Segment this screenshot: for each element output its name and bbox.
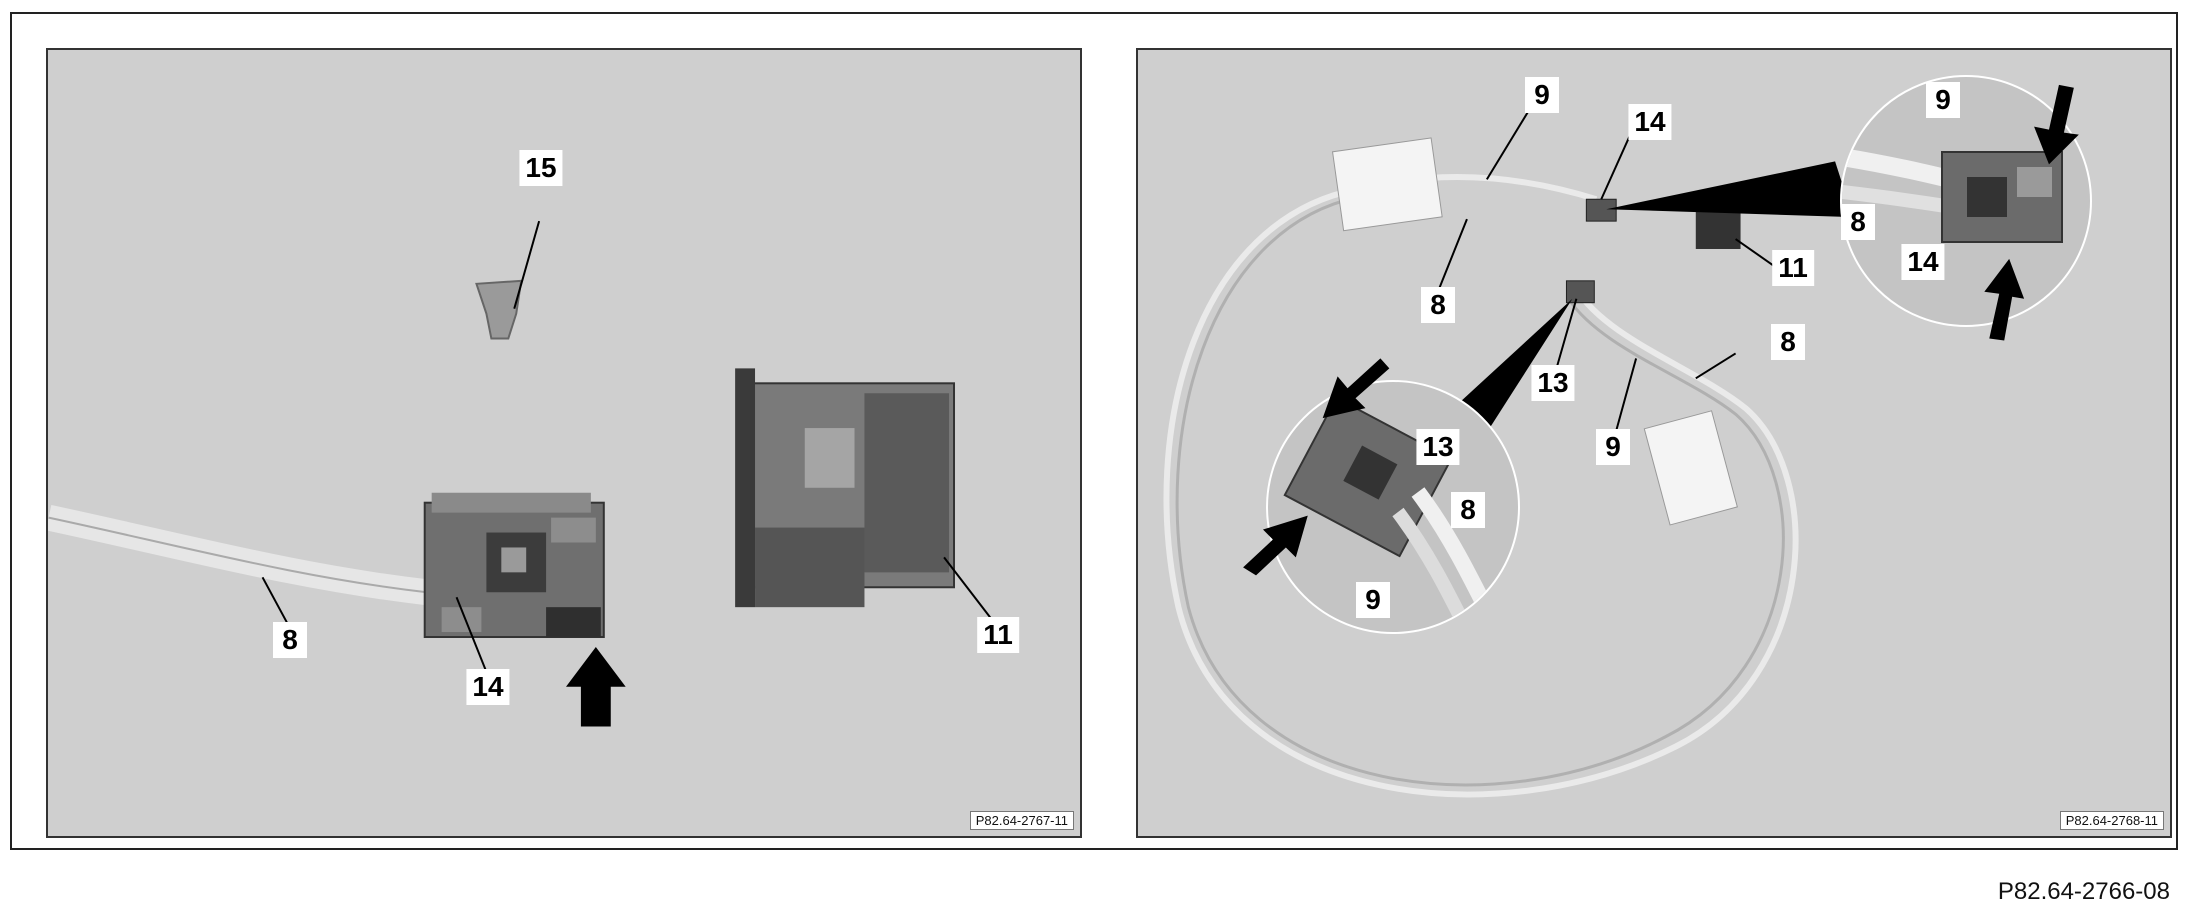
magnifier-callout-13: 13	[1416, 429, 1460, 465]
left-photo-panel: 15 8 14 11 P82.64-2767-11	[46, 48, 1082, 838]
housing-11	[735, 368, 956, 608]
connector-13-small	[1565, 280, 1595, 304]
cable-tag-1	[1331, 137, 1443, 232]
callout-9: 9	[1525, 77, 1559, 113]
callout-8: 8	[273, 622, 307, 658]
right-reference-code: P82.64-2768-11	[2059, 811, 2164, 830]
callout-14: 14	[466, 669, 510, 705]
magnifier-callout-8: 8	[1841, 204, 1875, 240]
connector-14-small	[1585, 198, 1617, 222]
pointer-wedge-1	[1606, 161, 1853, 218]
cable-tag-2	[1643, 410, 1738, 526]
callout-8: 8	[1771, 324, 1805, 360]
housing-11-small	[1695, 209, 1741, 249]
connector-14	[423, 492, 605, 639]
cable-8	[48, 504, 429, 606]
magnifier-callout-14: 14	[1901, 244, 1945, 280]
figure-reference-code: P82.64-2766-08	[1997, 878, 2170, 905]
figure-frame: 15 8 14 11 P82.64-2767-11	[10, 12, 2178, 850]
callout-14: 14	[1628, 104, 1672, 140]
callout-9: 9	[1596, 429, 1630, 465]
callout-15: 15	[519, 150, 563, 186]
magnifier-top	[1840, 75, 2092, 327]
callout-11: 11	[1772, 250, 1814, 286]
left-photo-illustration	[48, 220, 995, 727]
callout-11: 11	[977, 617, 1019, 653]
callout-8: 8	[1421, 287, 1455, 323]
right-photo-panel: 9 14 8 11 13 8 9 9 8 14 13 8 9 P82.64-27…	[1136, 48, 2172, 838]
part-15	[475, 279, 523, 340]
callout-13: 13	[1531, 365, 1575, 401]
right-photo-illustration	[1163, 97, 1853, 798]
arrow-icon	[565, 646, 626, 727]
magnifier-callout-9: 9	[1926, 82, 1960, 118]
cable-loop	[1163, 186, 1799, 798]
magnifier-callout-8: 8	[1451, 492, 1485, 528]
magnifier-bottom	[1266, 380, 1520, 634]
left-reference-code: P82.64-2767-11	[969, 811, 1074, 830]
magnifier-callout-9: 9	[1356, 582, 1390, 618]
